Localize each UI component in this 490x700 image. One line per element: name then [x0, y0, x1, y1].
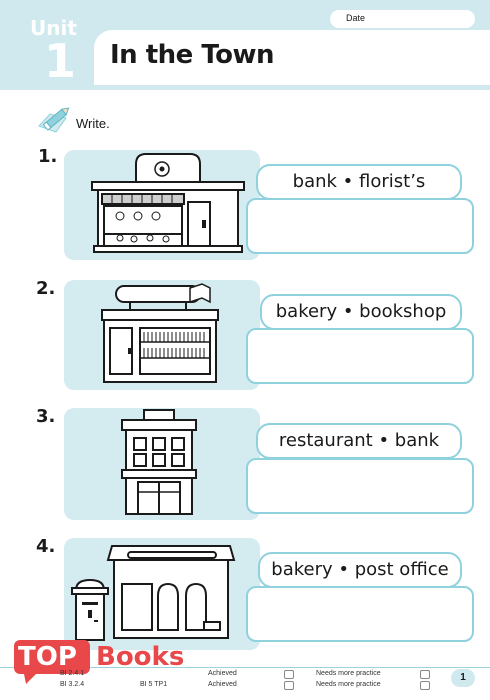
page-number: 1: [451, 669, 475, 687]
achieved-label: Achieved: [208, 681, 237, 688]
question-number: 2.: [36, 278, 56, 299]
date-field[interactable]: Date: [330, 10, 475, 28]
needs-practice-label: Needs more practice: [316, 681, 381, 688]
footer-divider: [0, 667, 490, 668]
answer-box[interactable]: [246, 458, 474, 514]
bookshop-icon: [101, 283, 219, 383]
unit-badge: Unit 1: [22, 10, 84, 88]
answer-box[interactable]: [246, 198, 474, 254]
unit-number: 1: [44, 34, 77, 88]
question-number: 3.: [36, 406, 56, 427]
answer-box[interactable]: [246, 328, 474, 384]
unit-label: Unit: [30, 16, 77, 40]
logo-text-books: Books: [96, 642, 185, 672]
needs-practice-label: Needs more practice: [316, 670, 381, 677]
logo-text-top: TOP: [18, 642, 77, 672]
standard-code: BI 3.2.4: [60, 681, 85, 688]
standard-code: BI 2.4.1: [60, 670, 85, 677]
post-office-icon: [71, 545, 236, 641]
word-choices: restaurant • bank: [256, 423, 462, 459]
needs-practice-checkbox[interactable]: [420, 670, 430, 679]
page-title: In the Town: [110, 40, 275, 70]
florist-shop-icon: [91, 153, 245, 253]
word-choices: bakery • post office: [258, 552, 462, 588]
achieved-checkbox[interactable]: [284, 681, 294, 690]
needs-practice-checkbox[interactable]: [420, 681, 430, 690]
bank-building-icon: [121, 409, 197, 515]
word-choices: bank • florist’s: [256, 164, 462, 200]
question-number: 4.: [36, 536, 56, 557]
date-label: Date: [346, 13, 366, 23]
instruction-text: Write.: [76, 116, 110, 131]
pencil-icon: [38, 107, 70, 133]
word-choices: bakery • bookshop: [260, 294, 462, 330]
standard-code: BI 5 TP1: [140, 681, 168, 688]
achieved-label: Achieved: [208, 670, 237, 677]
topbooks-logo: [14, 640, 90, 684]
question-number: 1.: [38, 146, 58, 167]
picture-panel: [64, 538, 260, 650]
answer-box[interactable]: [246, 586, 474, 642]
picture-panel: [64, 150, 260, 260]
picture-panel: [64, 408, 260, 520]
title-panel: [94, 30, 490, 85]
picture-panel: [64, 280, 260, 390]
achieved-checkbox[interactable]: [284, 670, 294, 679]
